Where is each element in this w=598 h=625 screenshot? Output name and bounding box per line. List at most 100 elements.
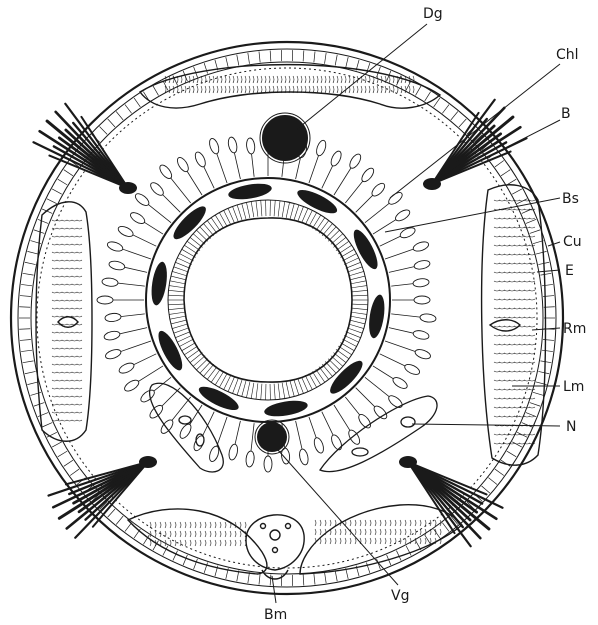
muscle-fibril — [200, 540, 201, 546]
gut-epithelium-cell — [286, 382, 289, 398]
epidermis-cell-wall — [526, 219, 536, 223]
label-dg: Dg — [423, 6, 443, 22]
muscle-fibril — [72, 412, 77, 413]
muscle-fibril — [341, 76, 342, 83]
muscle-fibril — [410, 520, 411, 526]
epidermis-cell-wall — [533, 392, 544, 395]
muscle-fibril — [72, 308, 77, 309]
chloragogen-cell — [158, 163, 174, 180]
muscle-fibril — [261, 76, 262, 83]
nerve-cord-fibre-3 — [286, 524, 291, 529]
muscle-fibril — [240, 531, 241, 537]
muscle-fibril — [405, 520, 406, 526]
epidermis-cell-wall — [38, 219, 48, 223]
muscle-fibril — [67, 308, 72, 309]
gut-epithelium-cell — [175, 262, 190, 268]
chloragogen-cell — [178, 422, 193, 440]
epidermis-cell-wall — [116, 516, 123, 524]
muscle-fibril — [52, 244, 57, 245]
chaetal-sac — [139, 456, 157, 468]
muscle-fibril — [175, 531, 176, 537]
epidermis-cell-wall — [366, 562, 369, 572]
muscle-fibril — [160, 522, 161, 528]
muscle-fibril — [72, 396, 77, 397]
leader-lines — [272, 24, 560, 603]
muscle-fibril — [67, 268, 72, 269]
muscle-fibril — [265, 76, 266, 83]
muscle-fibril — [210, 531, 211, 537]
muscle-fibril — [77, 220, 82, 221]
muscle-fibril — [67, 412, 72, 413]
muscle-fibril — [57, 244, 62, 245]
muscle-fibril — [57, 284, 62, 285]
muscle-fibril — [52, 308, 57, 309]
muscle-fibril — [155, 522, 156, 528]
chloragogen-cell — [103, 330, 120, 341]
epidermis-cell-wall — [522, 423, 532, 427]
epidermis-cell-wall — [64, 460, 73, 466]
chloragogen-cell — [102, 277, 119, 287]
epidermis-cell-wall — [20, 340, 31, 341]
muscle-fibril — [57, 228, 62, 229]
muscle-fibril — [62, 348, 67, 349]
muscle-fibril — [369, 86, 370, 93]
muscle-fibril — [67, 404, 72, 405]
gut-epithelium-cell — [196, 359, 207, 370]
gut-epithelium-cell — [298, 206, 304, 221]
muscle-fibril — [373, 86, 374, 93]
muscle-fibril — [57, 340, 62, 341]
muscle-fibril — [67, 236, 72, 237]
gut-epithelium-cell — [193, 356, 205, 367]
gut-epithelium-cell — [175, 332, 190, 338]
gut-epithelium-cell — [251, 201, 254, 217]
muscle-fibril — [390, 538, 391, 544]
chloragogen-cell — [412, 329, 429, 340]
muscle-fibril — [77, 228, 82, 229]
muscle-fibril — [221, 86, 222, 93]
muscle-fibril — [309, 76, 310, 83]
muscle-fibril — [175, 540, 176, 546]
muscle-fibril — [57, 300, 62, 301]
muscle-fibril — [385, 529, 386, 535]
epidermis-cell-wall — [108, 509, 115, 517]
chloragogen-cell — [104, 348, 122, 361]
muscle-fibril — [405, 529, 406, 535]
muscle-fibril — [305, 76, 306, 83]
muscle-fibril — [57, 364, 62, 365]
gut-epithelium-cell — [170, 316, 186, 319]
gut-epithelium-cell — [352, 290, 368, 292]
epidermis-cell-wall — [434, 529, 440, 538]
muscle-fibril — [57, 412, 62, 413]
muscle-fibril — [77, 236, 82, 237]
muscle-fibril — [62, 268, 67, 269]
muscle-fibril — [62, 300, 67, 301]
gut-epithelium-cell — [204, 224, 214, 236]
gut-epithelium-cell — [246, 382, 249, 398]
muscle-fibril — [67, 324, 72, 325]
muscle-fibril — [265, 86, 266, 93]
muscle-fibril — [225, 522, 226, 528]
gut-epithelium-cell — [207, 367, 217, 380]
gut-epithelium-cell — [172, 271, 187, 276]
nephridium-right-lumen — [401, 417, 415, 427]
muscle-fibril — [77, 276, 82, 277]
muscle-fibril — [52, 316, 57, 317]
muscle-fibril — [57, 220, 62, 221]
muscle-fibril — [257, 86, 258, 93]
muscle-fibril — [155, 531, 156, 537]
gut-epithelium-cell — [261, 200, 262, 216]
muscle-fibril — [72, 252, 77, 253]
muscle-fibril — [62, 380, 67, 381]
gut-epithelium-cell — [256, 383, 258, 399]
leader-n — [412, 424, 560, 426]
muscle-fibril — [241, 76, 242, 83]
epidermis-cell-wall — [23, 361, 34, 363]
muscle-fibril — [77, 324, 82, 325]
muscle-fibril — [297, 76, 298, 83]
muscle-fibril — [62, 244, 67, 245]
epidermis-cell-wall — [23, 273, 34, 275]
muscle-fibril — [170, 522, 171, 528]
muscle-fibril — [241, 86, 242, 93]
muscle-fibril — [197, 86, 198, 93]
muscle-fibril — [57, 396, 62, 397]
